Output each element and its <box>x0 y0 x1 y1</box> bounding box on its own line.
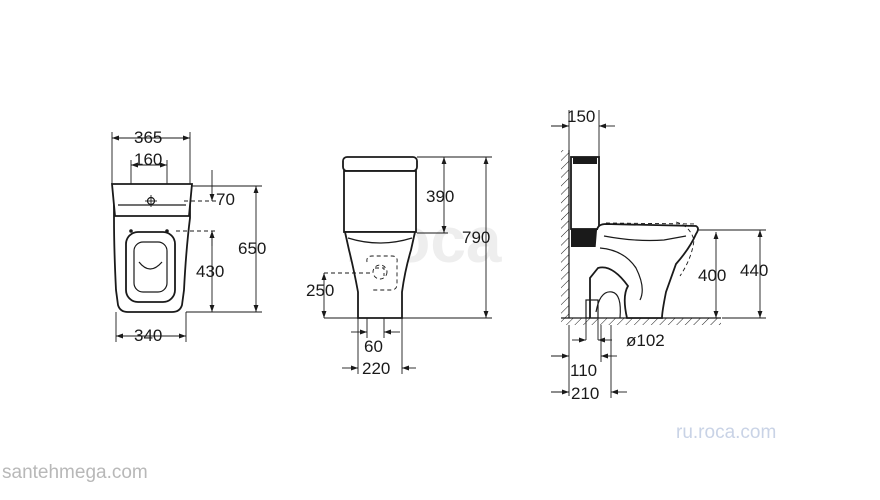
dim-front-70: 70 <box>216 190 235 209</box>
dim-side-250: 250 <box>306 281 334 300</box>
dim-front-650: 650 <box>238 239 266 258</box>
dim-side-790: 790 <box>462 228 490 247</box>
dim-profile-440: 440 <box>740 261 768 280</box>
front-view: 365 160 70 430 650 <box>111 128 266 345</box>
dim-profile-210: 210 <box>571 384 599 403</box>
profile-view: 150 400 440 ø102 110 210 <box>551 107 768 403</box>
side-view: 390 790 250 60 220 <box>306 156 492 378</box>
dim-side-390: 390 <box>426 187 454 206</box>
dim-profile-150: 150 <box>567 107 595 126</box>
dim-side-60: 60 <box>364 337 383 356</box>
dim-profile-400: 400 <box>698 266 726 285</box>
dim-front-width-365: 365 <box>134 128 162 147</box>
dim-front-430: 430 <box>196 262 224 281</box>
dim-front-340: 340 <box>134 326 162 345</box>
dim-side-220: 220 <box>362 359 390 378</box>
dim-front-offset-160: 160 <box>134 150 162 169</box>
dim-profile-110: 110 <box>570 361 597 380</box>
site-watermark: ru.roca.com <box>676 422 776 443</box>
shop-watermark: santehmega.com <box>2 462 148 483</box>
dim-profile-diameter: ø102 <box>626 331 665 350</box>
